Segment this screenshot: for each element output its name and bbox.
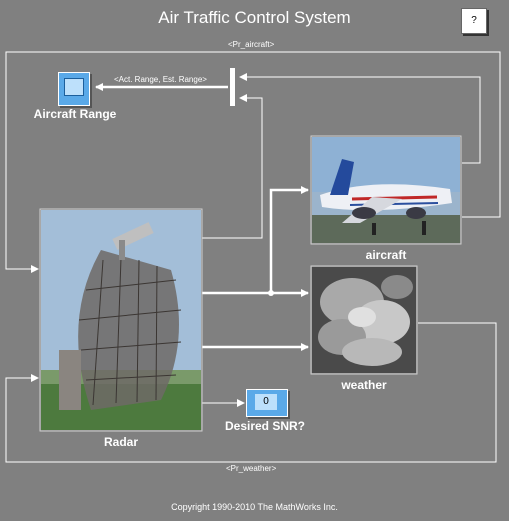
desired-snr-label: Desired SNR? [224, 419, 306, 433]
radar-image [41, 210, 201, 430]
pr-aircraft-signal-label: <Pr_aircraft> [228, 40, 275, 49]
weather-block[interactable] [311, 266, 417, 374]
window-title: Air Traffic Control System [158, 8, 351, 27]
aircraft-range-label: Aircraft Range [33, 107, 117, 121]
aircraft-block[interactable] [311, 136, 461, 244]
mux-block-hit[interactable] [228, 66, 238, 108]
aircraft-image [312, 137, 460, 243]
weather-image [312, 267, 416, 373]
branch-point [268, 290, 274, 296]
aircraft-label: aircraft [365, 248, 407, 262]
pr-aircraft-line [5, 51, 501, 273]
aircraft-to-mux-line [239, 73, 481, 164]
copyright-text: Copyright 1990-2010 The MathWorks Inc. [171, 502, 338, 512]
aircraft-range-scope-block[interactable] [58, 72, 90, 106]
radar-to-aircraft-line [202, 186, 309, 295]
pr-weather-line [5, 322, 497, 463]
scope-icon [64, 78, 84, 96]
radar-label: Radar [103, 435, 138, 449]
desired-snr-display-block[interactable]: 0 [246, 389, 288, 417]
radar-to-mux-line [202, 94, 263, 239]
mux-block [230, 68, 235, 106]
act-est-range-signal-label: <Act. Range, Est. Range> [114, 75, 207, 84]
help-button[interactable]: ? [461, 8, 487, 34]
desired-snr-value: 0 [255, 394, 277, 410]
radar-block[interactable] [40, 209, 202, 431]
pr-weather-signal-label: <Pr_weather> [226, 464, 277, 473]
weather-label: weather [341, 378, 387, 392]
